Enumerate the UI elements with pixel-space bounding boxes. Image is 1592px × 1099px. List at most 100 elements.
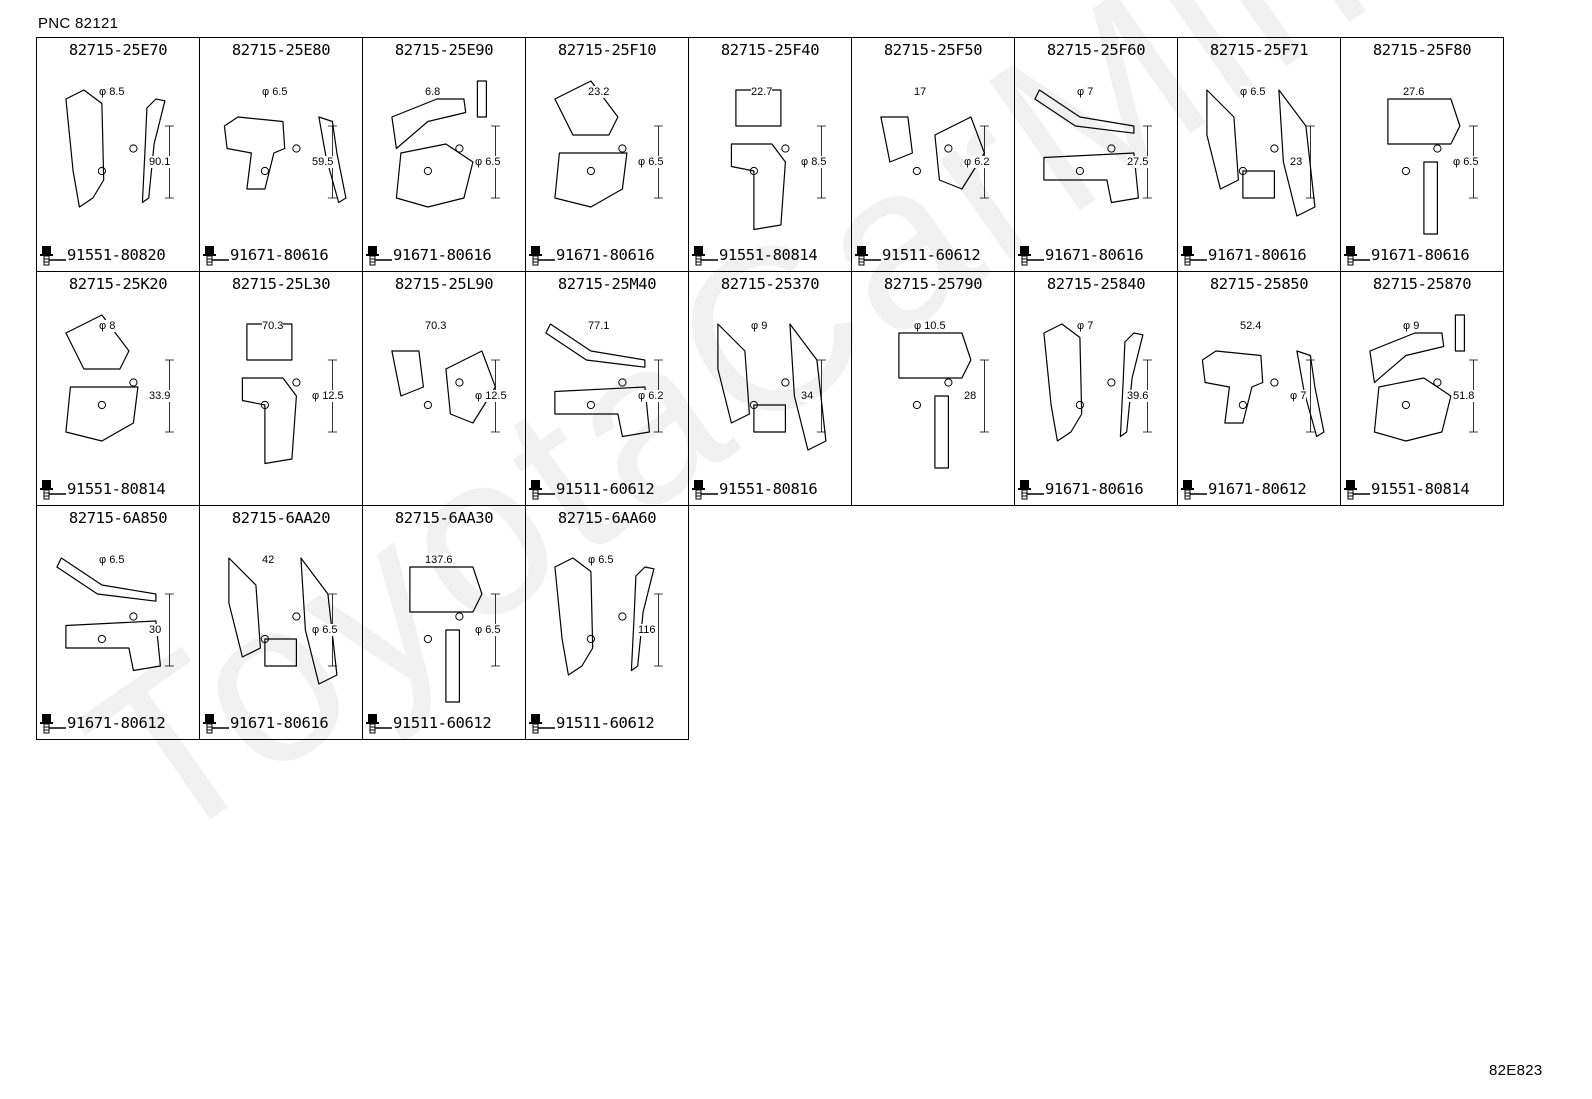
- part-number: 82715-25E80: [231, 41, 331, 59]
- dimension-label: 51.8: [1453, 390, 1475, 402]
- dimension-line: [1306, 126, 1315, 198]
- bolt-hole: [130, 613, 137, 620]
- part-number: 82715-25F50: [883, 41, 983, 59]
- bolt-hole: [1434, 145, 1441, 152]
- bolt-icon: [203, 714, 229, 734]
- dimension-label: 30: [149, 624, 162, 636]
- bolt-callout: 91551-80820: [40, 244, 166, 266]
- bolt-callout: 91511-60612: [855, 244, 981, 266]
- bolt-icon: [1344, 480, 1370, 500]
- bolt-part-number: 91551-80814: [719, 246, 818, 264]
- bolt-icon: [855, 246, 881, 266]
- dimension-label: 22.7: [751, 86, 773, 98]
- bracket-drawing: [203, 531, 361, 711]
- bracket-outline: [1035, 90, 1139, 203]
- dimension-label: φ 6.5: [262, 86, 288, 98]
- dimension-label: 23: [1290, 156, 1303, 168]
- part-number: 82715-25K20: [68, 275, 168, 293]
- bolt-part-number: 91671-80612: [67, 714, 166, 732]
- bolt-icon: [366, 246, 392, 266]
- bolt-callout: 91671-80616: [1018, 244, 1144, 266]
- bolt-hole: [1108, 379, 1115, 386]
- bolt-part-number: 91511-60612: [556, 714, 655, 732]
- bracket-outline: [410, 567, 482, 702]
- bolt-hole: [261, 167, 268, 174]
- bracket-outline: [731, 90, 785, 230]
- bolt-icon: [1344, 246, 1370, 266]
- bolt-callout: 91511-60612: [529, 712, 655, 734]
- bolt-callout: 91671-80616: [366, 244, 492, 266]
- dimension-label: φ 6.5: [1240, 86, 1266, 98]
- bolt-part-number: 91671-80616: [230, 714, 329, 732]
- part-number: 82715-25F40: [720, 41, 820, 59]
- part-cell[interactable]: 82715-25F50 17 φ 6.2 91511-60612: [851, 37, 1015, 272]
- bracket-drawing: [366, 297, 524, 477]
- dimension-label: φ 6.5: [1453, 156, 1479, 168]
- bracket-drawing: [1181, 63, 1339, 243]
- bolt-hole: [1108, 145, 1115, 152]
- dimension-label: 27.5: [1127, 156, 1149, 168]
- dimension-label: φ 12.5: [312, 390, 344, 402]
- bolt-hole: [1434, 379, 1441, 386]
- dimension-label: 42: [262, 554, 275, 566]
- bolt-callout: 91671-80612: [1181, 478, 1307, 500]
- bolt-hole: [293, 145, 300, 152]
- bracket-outline: [555, 558, 654, 675]
- dimension-label: 52.4: [1240, 320, 1262, 332]
- dimension-label: 17: [914, 86, 927, 98]
- part-number: 82715-6A850: [68, 509, 168, 527]
- bolt-part-number: 91671-80616: [230, 246, 329, 264]
- dimension-label: 116: [638, 624, 656, 636]
- dimension-label: φ 6.2: [638, 390, 664, 402]
- bracket-outline: [1388, 99, 1460, 234]
- dimension-label: 137.6: [425, 554, 453, 566]
- bolt-hole: [619, 145, 626, 152]
- dimension-line: [654, 594, 663, 666]
- bracket-outline: [1207, 90, 1315, 216]
- bolt-callout: 91551-80816: [692, 478, 818, 500]
- bolt-icon: [692, 480, 718, 500]
- dimension-label: 39.6: [1127, 390, 1149, 402]
- dimension-label: φ 9: [751, 320, 768, 332]
- bracket-outline: [229, 558, 337, 684]
- bolt-part-number: 91511-60612: [556, 480, 655, 498]
- bolt-hole: [456, 145, 463, 152]
- bracket-drawing: [1018, 63, 1176, 243]
- bolt-hole: [619, 613, 626, 620]
- bolt-hole: [1076, 167, 1083, 174]
- bolt-part-number: 91551-80820: [67, 246, 166, 264]
- bolt-icon: [529, 714, 555, 734]
- bolt-icon: [1018, 480, 1044, 500]
- bolt-part-number: 91671-80616: [1208, 246, 1307, 264]
- bolt-part-number: 91671-80616: [393, 246, 492, 264]
- part-number: 82715-25370: [720, 275, 820, 293]
- part-number: 82715-25F10: [557, 41, 657, 59]
- dimension-label: φ 6.2: [964, 156, 990, 168]
- bolt-icon: [529, 480, 555, 500]
- bolt-part-number: 91671-80616: [556, 246, 655, 264]
- bolt-hole: [913, 167, 920, 174]
- bolt-icon: [40, 480, 66, 500]
- bolt-hole: [619, 379, 626, 386]
